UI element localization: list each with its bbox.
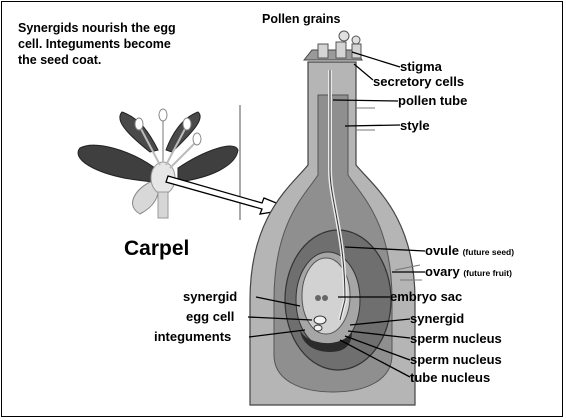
label-ovary: ovary (future fruit) — [425, 264, 512, 279]
label-tube-nucleus: tube nucleus — [410, 370, 490, 385]
label-sperm-nucleus-2: sperm nucleus — [410, 352, 502, 367]
pollen-grains-title: Pollen grains — [262, 12, 341, 26]
label-embryo-sac: embryo sac — [390, 289, 462, 304]
label-synergid-left: synergid — [183, 289, 237, 304]
label-secretory-cells: secretory cells — [373, 74, 464, 89]
label-egg-cell: egg cell — [186, 309, 234, 324]
label-integuments: integuments — [154, 329, 231, 344]
flower-illustration — [78, 109, 238, 218]
label-ovary-note: (future fruit) — [463, 268, 512, 278]
label-ovule: ovule (future seed) — [425, 243, 514, 258]
carpel-title: Carpel — [124, 237, 189, 261]
label-stigma: stigma — [400, 59, 442, 74]
label-ovule-note: (future seed) — [463, 247, 514, 257]
label-sperm-nucleus-1: sperm nucleus — [410, 331, 502, 346]
label-ovary-text: ovary — [425, 264, 460, 279]
label-ovule-text: ovule — [425, 243, 459, 258]
label-pollen-tube: pollen tube — [398, 93, 467, 108]
caption-line: the seed coat. — [18, 52, 176, 68]
label-style: style — [400, 118, 430, 133]
caption-line: Synergids nourish the egg — [18, 20, 176, 36]
caption-text: Synergids nourish the egg cell. Integume… — [18, 20, 176, 68]
caption-line: cell. Integuments become — [18, 36, 176, 52]
label-synergid-right: synergid — [410, 311, 464, 326]
